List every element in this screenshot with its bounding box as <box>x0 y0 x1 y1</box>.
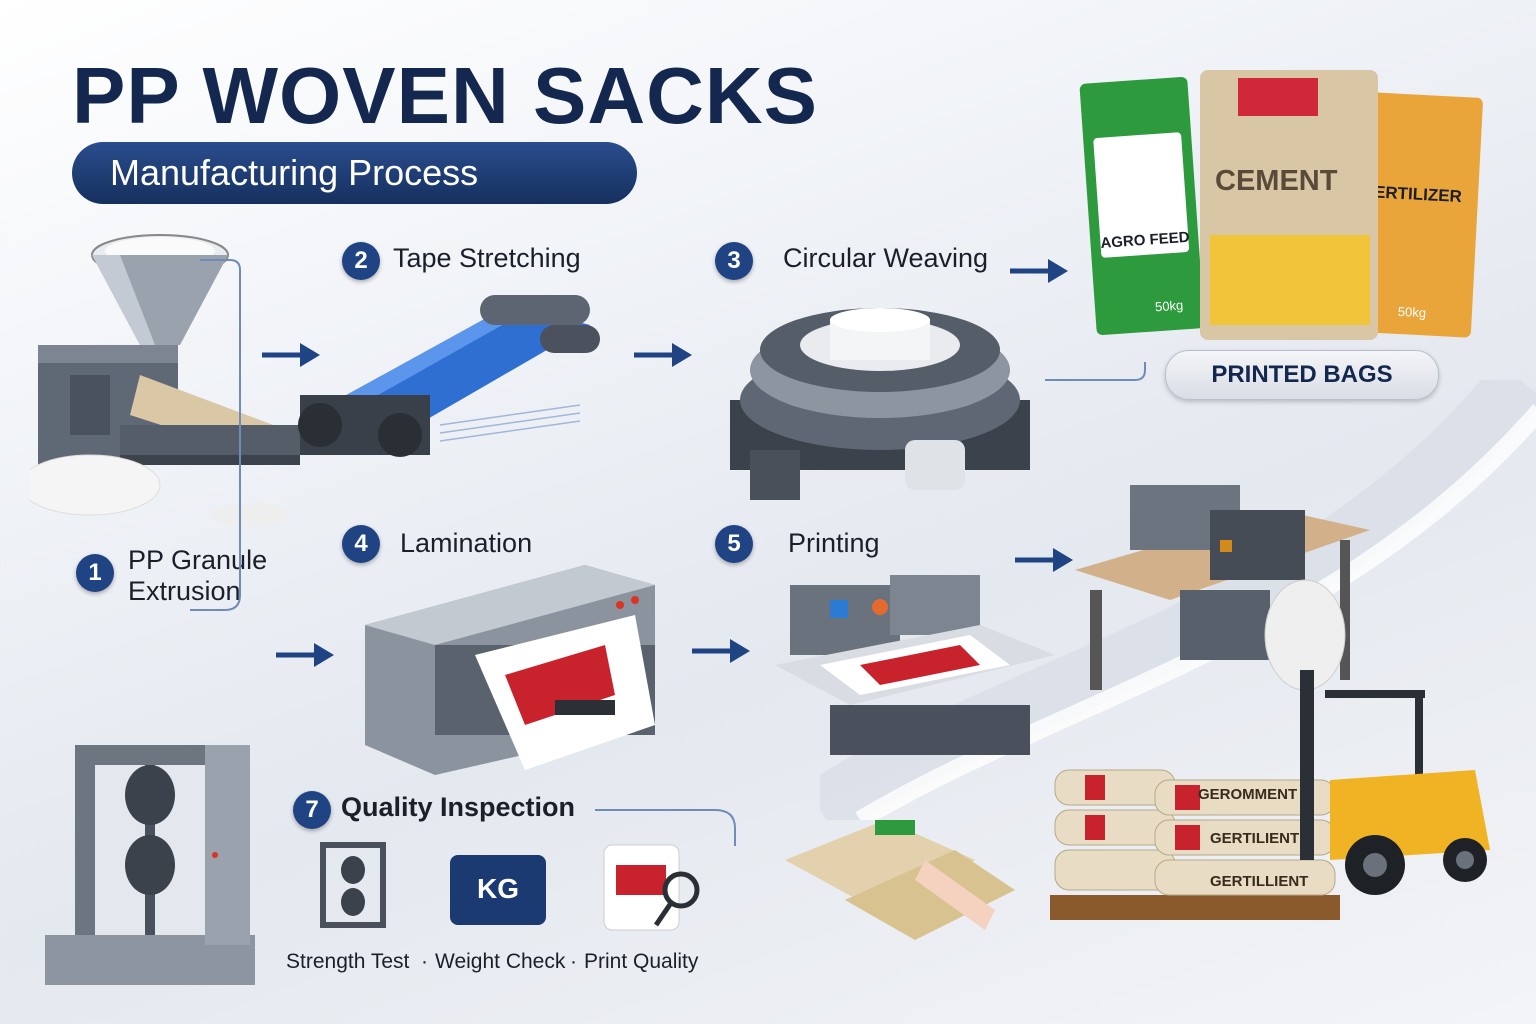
quality-connector <box>595 809 736 846</box>
stack-label-3: GERTILLIENT <box>1210 873 1309 890</box>
arrow-4-to-5 <box>692 639 750 663</box>
step-7-number: 7 <box>293 791 331 829</box>
step-5-label: Printing <box>788 528 880 558</box>
printed-bags-connector <box>1045 362 1146 381</box>
extruder-icon <box>30 234 300 527</box>
sewing-machine-icon <box>1075 485 1370 691</box>
quality-check-print: Print Quality <box>584 950 699 973</box>
arrow-5-to-sewing <box>1015 548 1073 572</box>
bag-fertilizer-name: ERTILIZER <box>1373 182 1463 207</box>
page-subtitle: Manufacturing Process <box>72 142 637 204</box>
arrow-1-to-4 <box>276 643 334 667</box>
arrow-3-to-bags <box>1010 259 1068 283</box>
step-7-label: Quality Inspection <box>341 792 576 822</box>
print-check-icon <box>603 844 700 931</box>
printed-bags-pill: PRINTED BAGS <box>1165 350 1439 400</box>
step-1-label-line1: PP Granule <box>128 545 268 575</box>
weaving-loom-icon <box>730 308 1030 500</box>
page-title: PP WOVEN SACKS <box>72 51 818 140</box>
kg-badge-text: KG <box>477 873 519 904</box>
quality-separator-1: · <box>421 950 428 973</box>
printer-icon <box>775 575 1055 755</box>
tape-roller-icon <box>298 295 600 457</box>
pallet-stack-icon <box>1050 769 1340 920</box>
step-1-connector <box>190 259 241 611</box>
quality-check-weight: Weight Check <box>435 950 566 973</box>
laminator-icon <box>365 565 655 775</box>
stack-label-2: GERTILIENT <box>1210 830 1300 847</box>
bag-cement-name: CEMENT <box>1215 165 1338 197</box>
forklift-icon <box>1300 670 1490 895</box>
bag-cement: CEMENT <box>1200 70 1378 340</box>
bag-fertilizer-weight: 50kg <box>1397 303 1427 321</box>
step-1-number: 1 <box>76 554 114 592</box>
step-4-label: Lamination <box>400 528 533 558</box>
bag-pile-icon <box>785 820 1015 940</box>
step-1-label-line2: Extrusion <box>128 576 241 606</box>
step-3-number: 3 <box>715 242 753 280</box>
quality-check-strength: Strength Test <box>286 950 410 973</box>
stack-label-1: GEROMMENT <box>1198 786 1298 803</box>
arrow-1-to-2 <box>262 343 320 367</box>
bag-agro-feed: AGRO FEED 50kg <box>1079 76 1205 336</box>
step-5-number: 5 <box>715 525 753 563</box>
step-2-number: 2 <box>342 242 380 280</box>
bag-agro-feed-weight: 50kg <box>1154 297 1184 315</box>
step-4-number: 4 <box>342 525 380 563</box>
tensile-tester-icon <box>45 745 255 985</box>
quality-separator-2: · <box>570 950 577 973</box>
scale-icon <box>320 842 386 928</box>
step-2-label: Tape Stretching <box>393 243 581 273</box>
arrow-2-to-3 <box>634 343 692 367</box>
weight-check-icon: KG <box>450 855 546 925</box>
step-3-label: Circular Weaving <box>783 243 989 273</box>
